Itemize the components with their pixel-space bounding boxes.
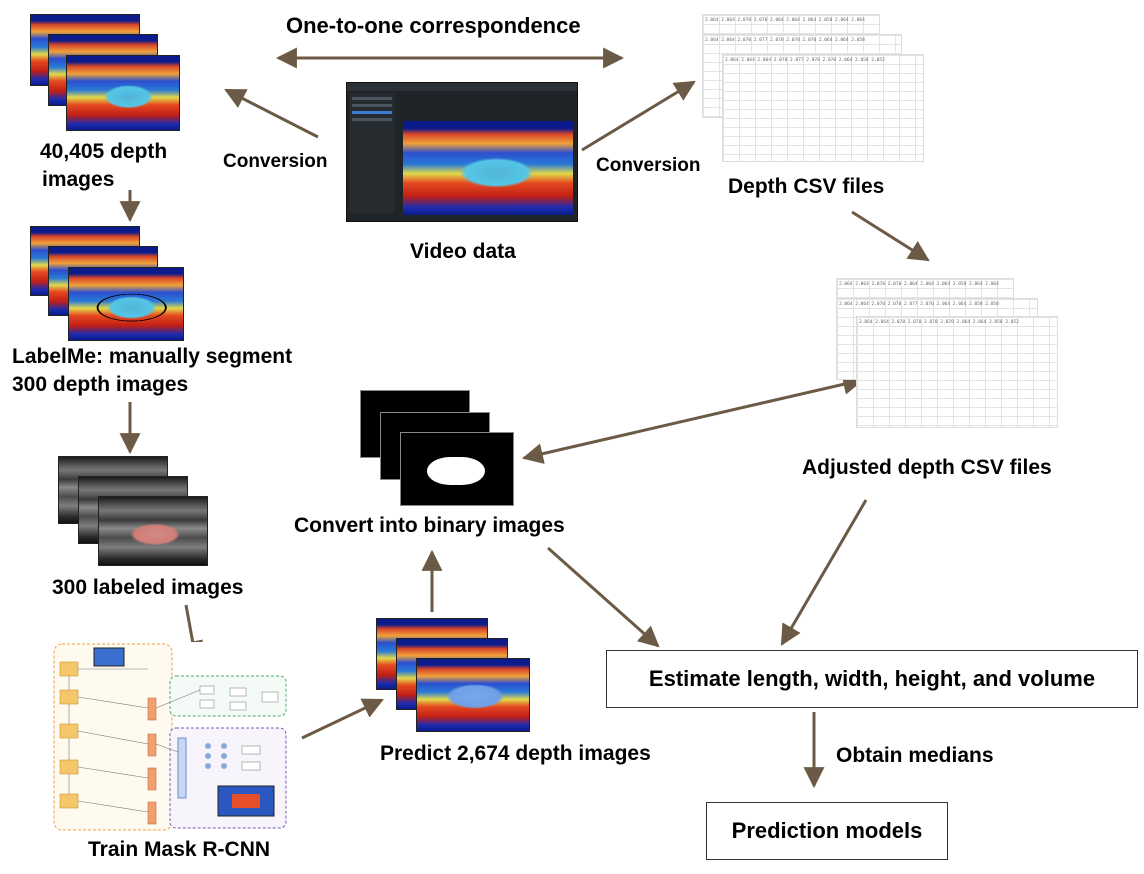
obtain-medians-label: Obtain medians — [836, 744, 994, 767]
arrow-video-to-depth-images — [224, 88, 319, 139]
arrow-train-to-predict — [301, 698, 384, 740]
csv-sheet: 2.064 2.064 2.070 2.070 2.070 2.070 2.06… — [856, 316, 1058, 428]
csv-row: 2.064 2.064 2.070 2.070 2.064 2.064 2.06… — [839, 282, 999, 287]
arrow-binary-to-adjusted — [521, 374, 865, 464]
depth-image-thumb — [66, 55, 180, 131]
estimate-label: Estimate length, width, height, and volu… — [648, 666, 1096, 691]
csv-row: 2.064 2.064 2.070 2.077 2.070 2.070 2.07… — [705, 38, 865, 43]
labeled-image-thumb — [98, 496, 208, 566]
depth-csv-label: Depth CSV files — [728, 175, 885, 198]
binary-mask-blob — [427, 457, 485, 485]
predict-image-thumb — [416, 658, 530, 732]
labelme-label: LabelMe: manually segment 300 depth imag… — [12, 343, 292, 399]
video-player-screenshot — [346, 82, 578, 222]
correspondence-label: One-to-one correspondence — [286, 13, 581, 38]
csv-row: 2.064 2.064 2.064 2.070 2.077 2.070 2.07… — [725, 58, 885, 63]
train-mask-rcnn-label: Train Mask R-CNN — [88, 838, 271, 861]
conversion-left-label: Conversion — [223, 151, 328, 172]
video-frame — [403, 121, 573, 215]
labelme-label-line2: 300 depth images — [12, 373, 189, 396]
video-sidebar — [349, 93, 395, 213]
arrow-video-to-csv — [581, 80, 696, 152]
depth-images-label-line1: 40,405 depth — [40, 140, 168, 163]
prediction-models-box: Prediction models — [706, 802, 948, 860]
depth-images-label-line2: images — [42, 168, 115, 191]
adjusted-csv-label: Adjusted depth CSV files — [802, 456, 1052, 479]
labeled-images-label: 300 labeled images — [52, 576, 244, 599]
predict-label: Predict 2,674 depth images — [380, 742, 651, 765]
architecture-diagram — [53, 643, 287, 831]
csv-sheet: 2.064 2.064 2.064 2.070 2.077 2.070 2.07… — [722, 54, 924, 162]
video-titlebar — [347, 83, 577, 91]
labelme-label-line1: LabelMe: manually segment — [12, 345, 293, 368]
csv-row: 2.064 2.064 2.070 2.070 2.064 2.064 2.06… — [705, 18, 865, 23]
csv-row: 2.064 2.064 2.070 2.070 2.077 2.070 2.06… — [839, 302, 999, 307]
arrow-adjusted-to-estimate — [780, 499, 868, 646]
conversion-right-label: Conversion — [596, 155, 701, 176]
estimate-box: Estimate length, width, height, and volu… — [606, 650, 1138, 708]
video-data-label: Video data — [410, 240, 516, 263]
arrow-csv-to-adjusted — [851, 210, 930, 262]
labelme-image-thumb — [68, 267, 184, 341]
mask-rcnn-architecture — [52, 642, 294, 834]
arrow-binary-to-estimate — [547, 546, 660, 648]
binary-images-label: Convert into binary images — [294, 514, 565, 537]
csv-row: 2.064 2.064 2.070 2.070 2.070 2.070 2.06… — [859, 320, 1019, 325]
binary-image-thumb — [400, 432, 514, 506]
depth-images-label: 40,405 depth images — [40, 138, 230, 194]
prediction-models-label: Prediction models — [731, 818, 923, 843]
